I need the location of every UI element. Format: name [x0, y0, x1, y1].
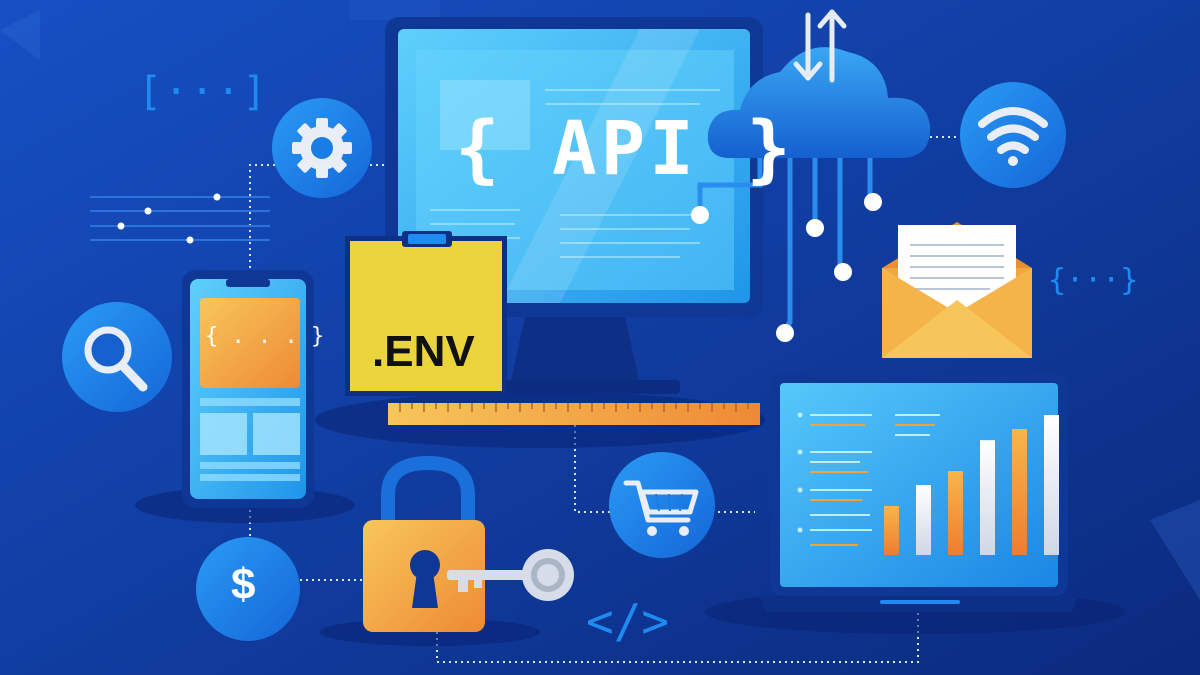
wifi-icon: [960, 82, 1066, 188]
gear-icon: [272, 98, 372, 198]
bar-chart: [884, 415, 1059, 555]
dollar-icon: [196, 537, 300, 641]
chart-bar: [916, 485, 931, 555]
chart-bar: [948, 471, 963, 555]
chart-bar: [1012, 429, 1027, 555]
phone: [182, 270, 314, 508]
braces-dots-label: {···}: [1048, 263, 1139, 298]
api-label: { API }: [455, 106, 795, 192]
code-tag-label: </>: [586, 594, 670, 648]
brackets-dots-label: [···]: [138, 69, 269, 115]
env-label: .ENV: [372, 327, 475, 376]
chart-bar: [980, 440, 995, 555]
dollar-sign: $: [231, 560, 256, 609]
laptop-text-lines: [810, 414, 940, 546]
chart-bar: [1044, 415, 1059, 555]
connectors: [249, 136, 960, 663]
ruler: [388, 403, 760, 425]
chart-bar: [884, 506, 899, 555]
phone-code-label: { . . . }: [205, 324, 325, 349]
key-icon: [447, 549, 574, 601]
env-note: [345, 231, 507, 396]
cart-icon: [609, 452, 715, 558]
laptop: [760, 374, 1078, 612]
monitor: [385, 17, 763, 394]
lock-icon: [363, 455, 485, 632]
decorative-dots: [117, 193, 221, 244]
envelope-icon: [882, 222, 1032, 358]
cloud-icon: [691, 9, 931, 342]
search-icon: [62, 302, 172, 412]
background-shapes: [0, 0, 1200, 600]
